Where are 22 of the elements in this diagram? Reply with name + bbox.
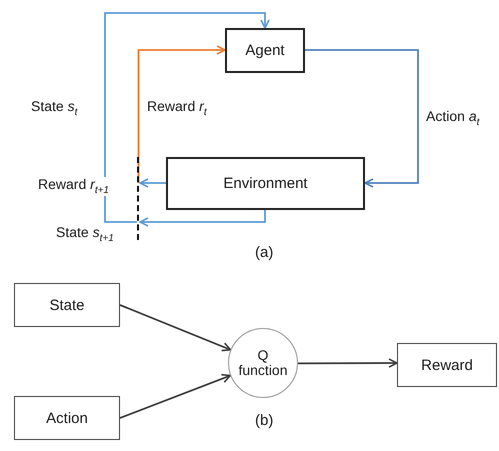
dashed-divider-line — [137, 157, 140, 240]
input-box: State — [14, 283, 120, 327]
edge-label: Action a$_{t}$ — [425, 109, 480, 128]
arrow — [305, 49, 419, 188]
edge-label: Reward r$_{t}$ — [146, 99, 208, 118]
panel-label: (a) — [254, 245, 274, 262]
arrow — [298, 358, 398, 368]
panel-label: (b) — [254, 413, 274, 430]
signal-label: Reward r$_{t+1}$ — [37, 177, 110, 196]
arrow — [139, 178, 166, 188]
arrow — [104, 12, 270, 223]
edge-label: State s$_{t}$ — [30, 99, 78, 118]
process-box: Agent — [225, 28, 305, 73]
arrow — [120, 304, 232, 352]
arrow — [120, 374, 232, 419]
input-box: Action — [14, 396, 120, 440]
output-box: Reward — [397, 343, 497, 387]
process-box: Environment — [166, 157, 365, 210]
signal-label: State s$_{t+1}$ — [55, 225, 115, 244]
function-circle: Q function — [228, 328, 298, 398]
arrow — [138, 45, 226, 183]
arrow — [139, 210, 266, 227]
